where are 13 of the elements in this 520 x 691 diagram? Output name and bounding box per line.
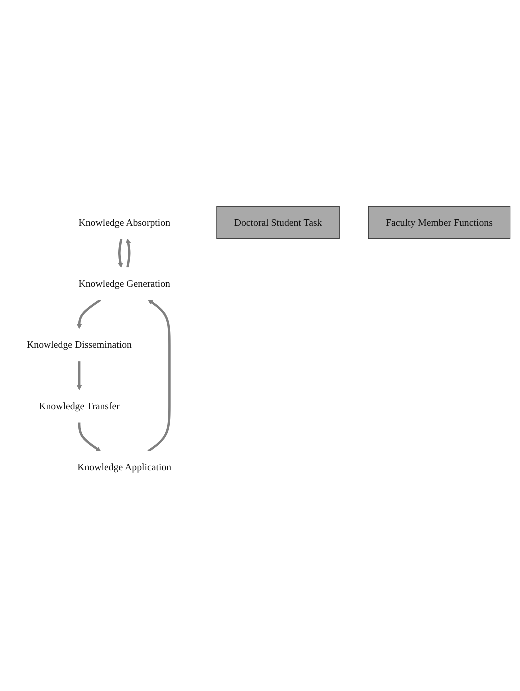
node-text: Knowledge Transfer (39, 401, 120, 412)
node-box: Faculty Member Functions (368, 206, 511, 240)
node-text: Knowledge Absorption (78, 217, 171, 228)
arrow (118, 238, 124, 268)
arrow (77, 362, 82, 391)
arrow (78, 422, 102, 452)
node-text: Knowledge Dissemination (27, 340, 132, 351)
node-text: Knowledge Application (78, 462, 172, 474)
node-box: Doctoral Student Task (216, 206, 340, 240)
arrow (126, 238, 132, 268)
arrow (148, 300, 171, 453)
arrow (77, 299, 102, 330)
node-text: Knowledge Generation (78, 278, 171, 290)
